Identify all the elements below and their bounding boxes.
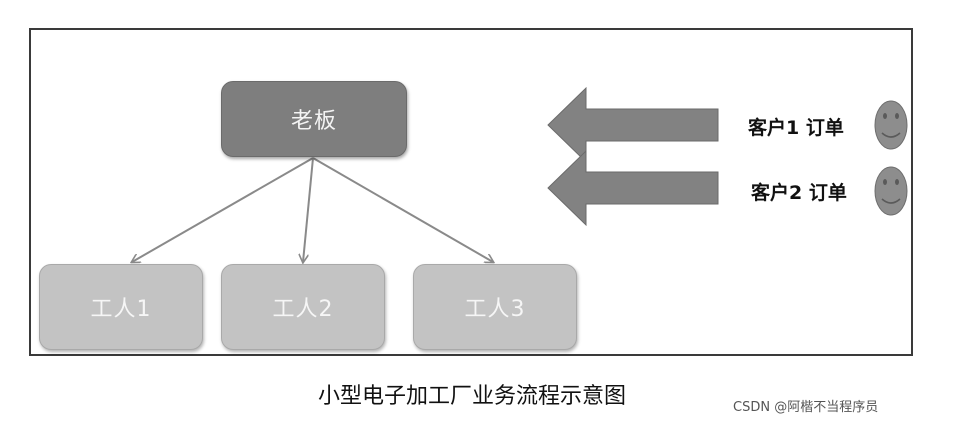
worker-node-1: 工人1 xyxy=(39,264,203,350)
order-label-2: 客户2 订单 xyxy=(751,182,847,204)
arrow-boss-to-worker-2 xyxy=(303,157,314,262)
worker-label: 工人1 xyxy=(90,297,152,322)
worker-node-3: 工人3 xyxy=(413,264,577,350)
order-arrow-1 xyxy=(547,86,719,164)
worker-label: 工人3 xyxy=(464,297,526,322)
arrow-boss-to-worker-3 xyxy=(312,157,493,262)
boss-node: 老板 xyxy=(221,81,407,157)
smiley-face-icon xyxy=(874,166,908,216)
order-arrow-2 xyxy=(547,149,719,227)
smiley-face-icon xyxy=(874,100,908,150)
worker-label: 工人2 xyxy=(272,297,334,322)
figure-caption: 小型电子加工厂业务流程示意图 xyxy=(318,384,627,409)
worker-node-2: 工人2 xyxy=(221,264,385,350)
boss-label: 老板 xyxy=(290,109,337,134)
watermark: CSDN @阿楷不当程序员 xyxy=(733,400,879,415)
order-label-1: 客户1 订单 xyxy=(748,117,844,139)
arrow-boss-to-worker-1 xyxy=(132,157,314,262)
